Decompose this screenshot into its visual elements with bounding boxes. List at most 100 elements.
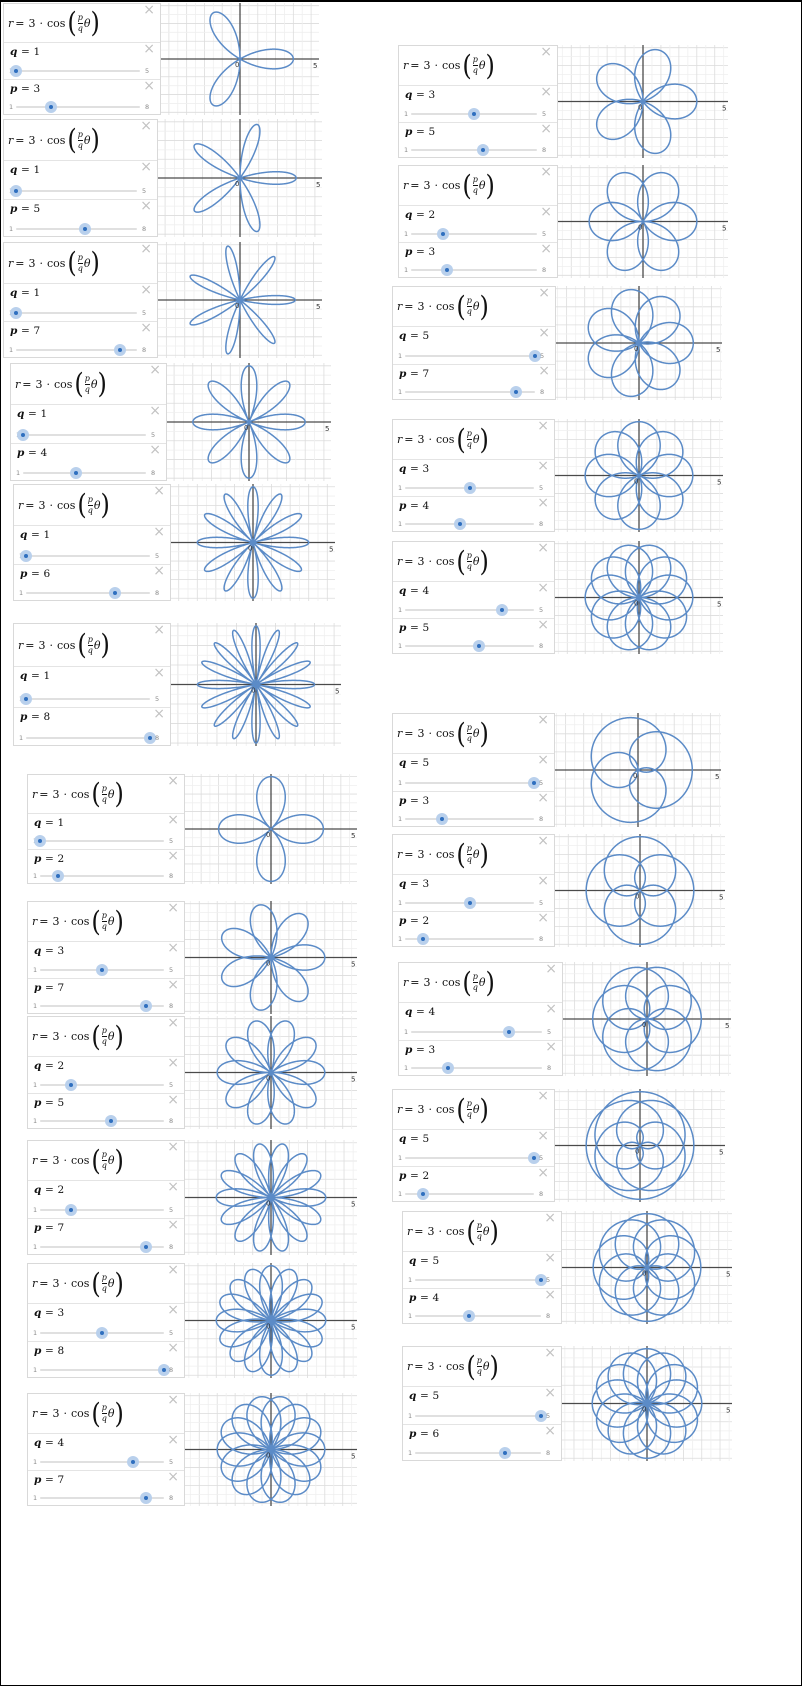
delete-expression-icon[interactable]: × — [153, 622, 165, 638]
slider-p-track[interactable] — [40, 1364, 170, 1376]
delete-expression-icon[interactable]: × — [153, 483, 165, 499]
slider-p-handle[interactable] — [463, 1310, 475, 1322]
delete-slider-icon[interactable]: × — [537, 910, 549, 926]
delete-slider-icon[interactable]: × — [545, 1039, 557, 1055]
delete-slider-icon[interactable]: × — [167, 1432, 179, 1448]
delete-slider-icon[interactable]: × — [538, 363, 550, 379]
delete-expression-icon[interactable]: × — [540, 44, 552, 60]
expression-row[interactable]: r = 3 · cos ( p q θ ) × — [14, 622, 170, 667]
slider-p-track[interactable] — [405, 386, 535, 398]
delete-slider-icon[interactable]: × — [540, 241, 552, 257]
slider-p-track[interactable] — [405, 640, 534, 652]
slider-p-track[interactable] — [16, 344, 137, 356]
expression-row[interactable]: r = 3 · cos ( p q θ ) × — [403, 1345, 561, 1387]
delete-slider-icon[interactable]: × — [167, 1469, 179, 1485]
slider-q-track[interactable] — [405, 350, 541, 362]
slider-p-handle[interactable] — [499, 1447, 511, 1459]
delete-slider-icon[interactable]: × — [167, 1092, 179, 1108]
delete-slider-icon[interactable]: × — [143, 78, 155, 94]
expression-row[interactable]: r = 3 · cos ( p q θ ) × — [393, 712, 554, 754]
delete-expression-icon[interactable]: × — [537, 1088, 549, 1104]
slider-p-track[interactable] — [411, 144, 537, 156]
slider-q-handle[interactable] — [463, 482, 476, 494]
delete-expression-icon[interactable]: × — [167, 900, 179, 916]
slider-q-handle[interactable] — [495, 604, 508, 616]
slider-q-handle[interactable] — [10, 185, 22, 197]
slider-p-track[interactable] — [26, 732, 156, 744]
slider-q-track[interactable] — [405, 604, 534, 616]
expression-row[interactable]: r = 3 · cos ( p q θ ) × — [28, 1016, 184, 1057]
delete-slider-icon[interactable]: × — [537, 1128, 549, 1144]
expression-row[interactable]: r = 3 · cos ( p q θ ) × — [393, 286, 555, 327]
slider-p-track[interactable] — [40, 1000, 164, 1012]
slider-q-track[interactable] — [40, 1204, 164, 1216]
slider-q-handle[interactable] — [468, 108, 480, 120]
delete-expression-icon[interactable]: × — [167, 773, 179, 789]
delete-expression-icon[interactable]: × — [167, 1392, 179, 1408]
delete-slider-icon[interactable]: × — [153, 706, 165, 722]
slider-p-track[interactable] — [40, 1241, 164, 1253]
expression-row[interactable]: r = 3 · cos ( p q θ ) × — [28, 1392, 184, 1434]
delete-slider-icon[interactable]: × — [544, 1287, 556, 1303]
expression-row[interactable]: r = 3 · cos ( p q θ ) × — [393, 419, 554, 460]
slider-p-handle[interactable] — [144, 732, 156, 744]
delete-slider-icon[interactable]: × — [153, 563, 165, 579]
slider-p-handle[interactable] — [104, 1115, 117, 1127]
expression-row[interactable]: r = 3 · cos ( p q θ ) × — [14, 483, 170, 526]
slider-p-handle[interactable] — [108, 587, 121, 599]
expression-row[interactable]: r = 3 · cos ( p q θ ) × — [28, 773, 184, 814]
expression-row[interactable]: r = 3 · cos ( p q θ ) × — [28, 900, 184, 942]
delete-expression-icon[interactable]: × — [544, 1345, 556, 1361]
delete-slider-icon[interactable]: × — [537, 617, 549, 633]
slider-q-track[interactable] — [17, 429, 146, 441]
delete-slider-icon[interactable]: × — [167, 1179, 179, 1195]
slider-q-handle[interactable] — [529, 350, 541, 362]
slider-p-track[interactable] — [411, 1062, 542, 1074]
delete-slider-icon[interactable]: × — [537, 790, 549, 806]
slider-q-handle[interactable] — [34, 835, 46, 847]
slider-q-track[interactable] — [40, 1456, 164, 1468]
delete-slider-icon[interactable]: × — [544, 1250, 556, 1266]
delete-slider-icon[interactable]: × — [167, 812, 179, 828]
slider-q-track[interactable] — [411, 108, 537, 120]
expression-row[interactable]: r = 3 · cos ( p q θ ) × — [399, 44, 557, 86]
delete-slider-icon[interactable]: × — [140, 320, 152, 336]
delete-slider-icon[interactable]: × — [167, 977, 179, 993]
slider-q-track[interactable] — [40, 1327, 164, 1339]
expression-row[interactable]: r = 3 · cos ( p q θ ) × — [393, 834, 554, 875]
expression-row[interactable]: r = 3 · cos ( p q θ ) × — [4, 119, 157, 161]
slider-q-track[interactable] — [34, 835, 164, 847]
slider-p-handle[interactable] — [113, 344, 126, 356]
slider-p-handle[interactable] — [158, 1364, 170, 1376]
delete-slider-icon[interactable]: × — [538, 325, 550, 341]
slider-q-handle[interactable] — [20, 550, 32, 562]
delete-slider-icon[interactable]: × — [143, 41, 155, 57]
slider-p-handle[interactable] — [69, 467, 82, 479]
slider-q-track[interactable] — [405, 777, 540, 789]
delete-slider-icon[interactable]: × — [140, 159, 152, 175]
slider-q-handle[interactable] — [96, 964, 108, 976]
slider-p-track[interactable] — [16, 101, 140, 113]
delete-slider-icon[interactable]: × — [167, 940, 179, 956]
delete-expression-icon[interactable]: × — [545, 961, 557, 977]
expression-row[interactable]: r = 3 · cos ( p q θ ) × — [11, 363, 166, 405]
delete-expression-icon[interactable]: × — [167, 1139, 179, 1155]
delete-slider-icon[interactable]: × — [537, 752, 549, 768]
delete-slider-icon[interactable]: × — [537, 873, 549, 889]
delete-expression-icon[interactable]: × — [537, 712, 549, 728]
delete-slider-icon[interactable]: × — [140, 282, 152, 298]
slider-p-track[interactable] — [40, 1115, 164, 1127]
slider-p-handle[interactable] — [45, 101, 58, 113]
